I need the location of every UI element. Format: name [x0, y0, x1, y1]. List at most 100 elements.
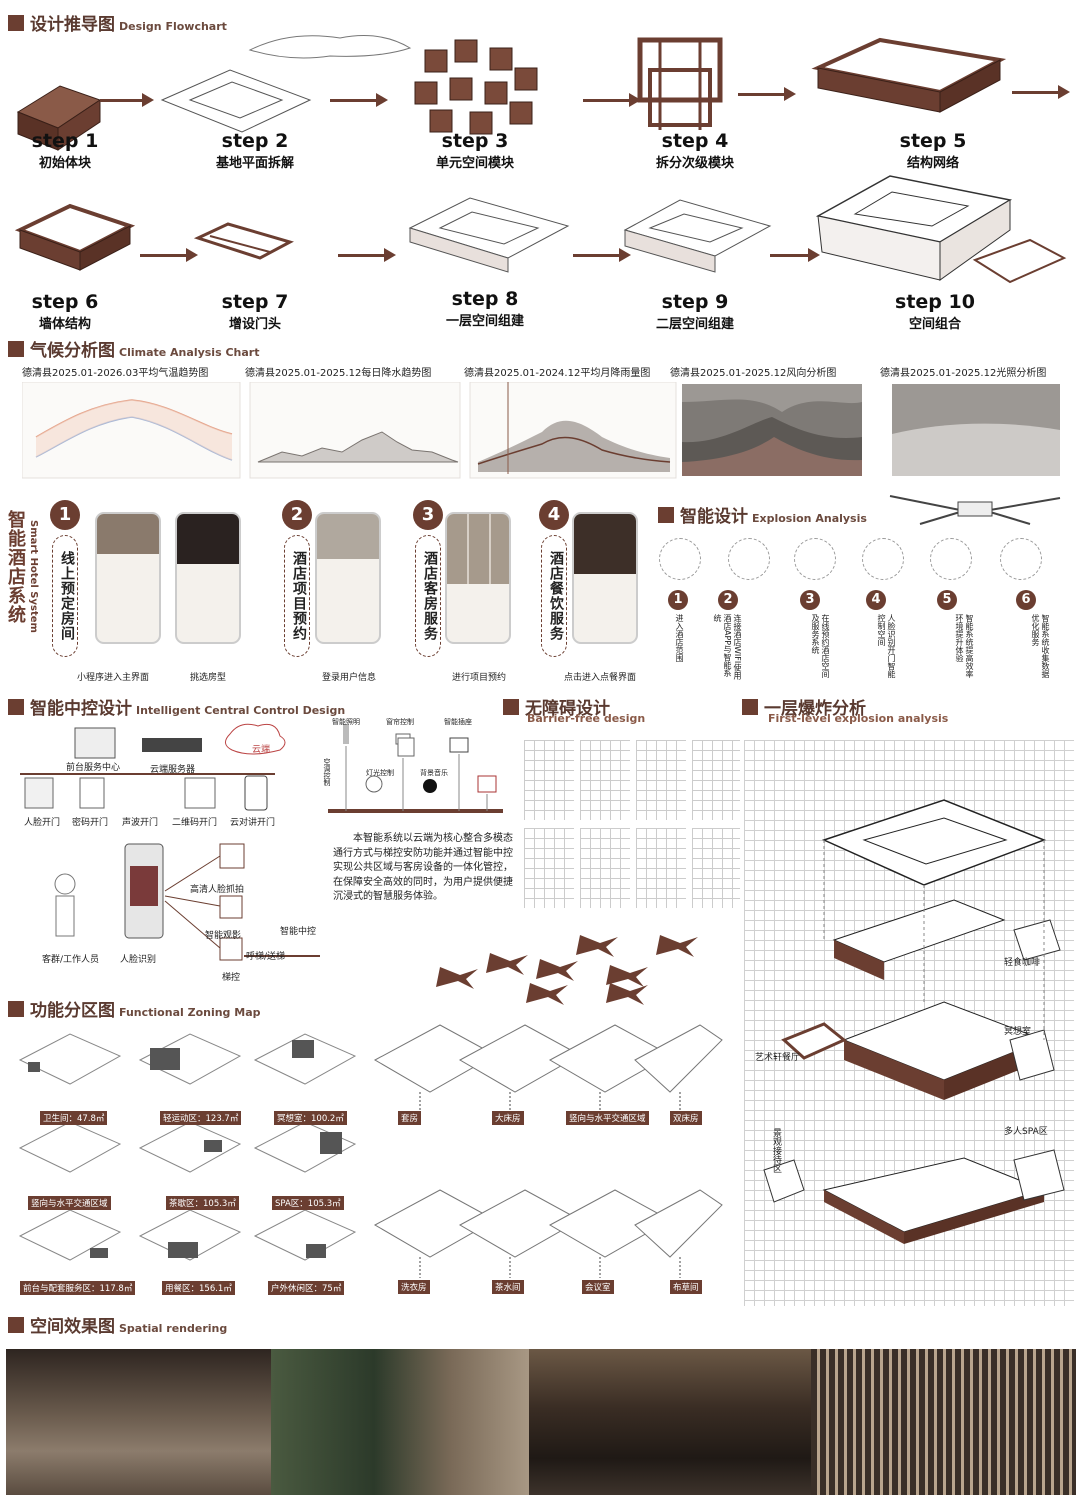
firstlevel-label: 艺术轩餐厅: [755, 1053, 801, 1063]
barrier-grid: [636, 828, 686, 908]
drone-icon: [889, 495, 1061, 525]
phone-screen: [315, 512, 381, 644]
control-description: 本智能系统以云端为核心整合多模态通行方式与梯控安防功能并通过智能中控实现公共区域…: [333, 833, 513, 902]
flow-arrow: [770, 248, 820, 262]
climate-charts: [22, 382, 1060, 479]
elev-label: 梯控: [222, 973, 241, 983]
zone-label: 轻运动区：123.7㎡: [160, 1111, 242, 1125]
barrier-subtitle: Barrier-free design: [527, 712, 646, 725]
zone-label: 卫生间：47.8㎡: [40, 1111, 108, 1125]
smart-num-3: 3: [413, 500, 443, 530]
explosion-icon-4: [862, 538, 904, 580]
cloud-server-label: 云端服务器: [150, 765, 196, 775]
render-image-4: [811, 1349, 1076, 1495]
smart-side-cn: 智能酒店系统: [5, 510, 26, 624]
flow-arrow: [338, 248, 396, 262]
explosion-num-5: 5: [937, 590, 957, 610]
zone-label: 户外休闲区：75㎡: [268, 1281, 345, 1295]
title-bar: [8, 1000, 24, 1017]
explosion-text-5: 智能系统提高效率环境提升体验: [955, 614, 974, 678]
room-label: 茶水间: [492, 1280, 524, 1294]
phone-screen: [175, 512, 241, 644]
panel-label: 智能照明: [332, 718, 360, 726]
barrier-grid: [580, 740, 630, 820]
room-label: 大床房: [492, 1111, 524, 1125]
render-image-2: [271, 1349, 529, 1495]
smart-label-4: 酒店餐饮服务: [541, 535, 567, 657]
explosion-num-2: 2: [718, 590, 738, 610]
explosion-text-2: 连接酒店WIFI使用酒店APP与智能系统: [713, 614, 742, 680]
call-label: 呼梯/送梯: [246, 952, 286, 962]
control-panel-diagram: [328, 724, 503, 813]
monitor-label: 智能观影: [205, 931, 242, 941]
explosion-num-1: 1: [668, 590, 688, 610]
explosion-icon-2: [728, 538, 770, 580]
explosion-text-6: 智能系统收集数据优化服务: [1031, 614, 1050, 678]
explosion-icon-5: [930, 538, 972, 580]
panel-label: 灯光控制: [366, 769, 394, 777]
smart-caption: 点击进入点餐界面: [564, 673, 637, 683]
zone-label: 茶歇区：105.3㎡: [166, 1196, 239, 1210]
zoning-title: 功能分区图 Functional Zoning Map: [8, 996, 261, 1021]
smart-caption: 挑选房型: [190, 673, 227, 683]
chart-title-temp: 德清县2025.01-2026.03平均气温趋势图: [22, 368, 209, 379]
smart-num-2: 2: [282, 500, 312, 530]
hd-capture-label: 高清人脸抓拍: [190, 885, 245, 895]
room-label: 会议室: [582, 1280, 614, 1294]
zone-label: 竖向与水平交通区域: [28, 1196, 111, 1210]
room-label: 洗衣房: [398, 1280, 430, 1294]
qr-open-label: 二维码开门: [172, 818, 218, 828]
recog-label: 人脸识别: [120, 955, 157, 965]
flow-arrow: [573, 248, 631, 262]
explosion-num-6: 6: [1016, 590, 1036, 610]
barrier-grid: [692, 740, 740, 820]
room-label: 竖向与水平交通区域: [566, 1111, 649, 1125]
zone-label: SPA区：105.3㎡: [272, 1196, 344, 1210]
flow-graphics: [14, 35, 1067, 284]
explosion-text-3: 在线预约酒店空间及服务系统: [811, 614, 830, 678]
phone-screen: [572, 512, 638, 644]
face-open-label: 人脸开门: [24, 818, 61, 828]
smart-label-1: 线上预定房间: [52, 535, 78, 657]
cloud-label: 云端: [252, 745, 271, 755]
room-label: 双床房: [670, 1111, 702, 1125]
barrier-title: 无障碍设计: [503, 694, 610, 719]
smart-caption: 小程序进入主界面: [77, 673, 150, 683]
chart-title-rain: 德清县2025.01-2025.12每日降水趋势图: [245, 368, 432, 379]
smart-num-1: 1: [50, 500, 80, 530]
title-bar: [8, 14, 24, 31]
firstlevel-subtitle: First-level explosion analysis: [768, 712, 949, 725]
panel-label: 背景音乐: [420, 769, 448, 777]
smart-label-3: 酒店客房服务: [415, 535, 441, 657]
barrier-grid: [636, 740, 686, 820]
chart-title-monthly: 德清县2025.01-2024.12平均月降雨量图: [464, 368, 651, 379]
render-image-1: [6, 1349, 271, 1495]
zoning-diagrams: [18, 1024, 723, 1278]
title-bar: [8, 698, 24, 715]
pwd-open-label: 密码开门: [72, 818, 109, 828]
chart-title-sun: 德清县2025.01-2025.12光照分析图: [880, 368, 1047, 379]
flow-arrow: [100, 93, 154, 107]
control-diagram: [20, 723, 320, 961]
flow-arrow: [330, 93, 388, 107]
zone-label: 用餐区：156.1㎡: [162, 1281, 235, 1295]
firstlevel-label: 轻食咖啡: [1004, 958, 1041, 968]
panel-label: 空调控制: [323, 758, 331, 786]
flow-arrow: [1012, 85, 1070, 99]
panel-label: 窗帘控制: [386, 718, 414, 726]
firstlevel-label: 景观接待区: [771, 1128, 781, 1173]
front-desk-label: 前台服务中心: [66, 763, 121, 773]
firstlevel-label: 多人SPA区: [1004, 1127, 1048, 1137]
explosion-title: 智能设计 Explosion Analysis: [658, 502, 867, 527]
ctrl-label: 智能中控: [280, 927, 317, 937]
phone-screen: [95, 512, 161, 644]
title-bar: [8, 340, 24, 357]
room-label: 布草间: [670, 1280, 702, 1294]
flow-arrow: [583, 93, 641, 107]
